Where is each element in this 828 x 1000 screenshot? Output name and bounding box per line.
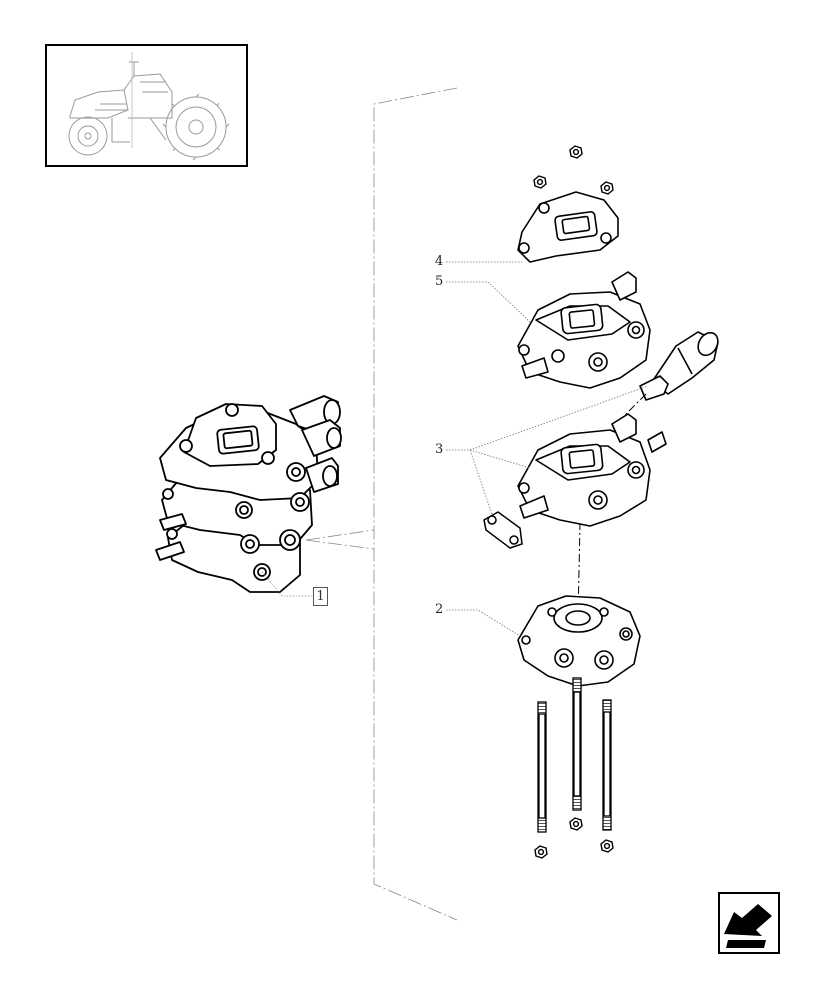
tractor-thumbnail-icon[interactable]	[45, 44, 248, 167]
small-plate-part	[483, 511, 523, 549]
callout-badge-1: 1	[313, 587, 328, 606]
base-section-part	[517, 595, 641, 687]
spool-section-part	[517, 271, 651, 389]
end-cover-part	[517, 191, 619, 263]
control-section-part	[517, 413, 667, 527]
assembled-valve-block	[155, 395, 342, 593]
bracket-lines	[305, 87, 458, 921]
lever-handle	[639, 331, 719, 401]
bottom-nuts	[534, 817, 614, 859]
top-nuts	[533, 145, 614, 195]
callout-label-5: 5	[435, 274, 444, 289]
callout-label-2: 2	[435, 602, 444, 617]
previous-page-arrow-icon[interactable]	[718, 892, 780, 954]
callout-label-3: 3	[435, 442, 444, 457]
leader-lines	[446, 261, 649, 637]
callout-label-4: 4	[435, 254, 444, 269]
